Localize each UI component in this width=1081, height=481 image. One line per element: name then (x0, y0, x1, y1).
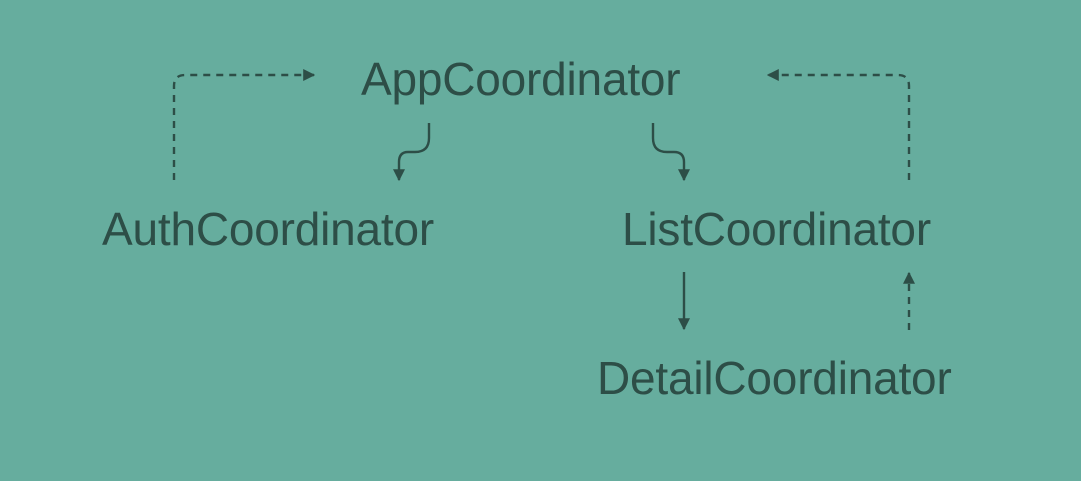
auth-coordinator-node: AuthCoordinator (102, 203, 434, 255)
edge-auth-to-app (172, 69, 316, 180)
edge-list-to-app (766, 69, 911, 180)
app-coordinator-node: AppCoordinator (361, 53, 681, 105)
edge-app-to-auth (393, 123, 431, 182)
detail-coordinator-node: DetailCoordinator (597, 352, 952, 404)
edge-app-to-list (651, 123, 690, 182)
list-coordinator-node: ListCoordinator (622, 203, 931, 255)
